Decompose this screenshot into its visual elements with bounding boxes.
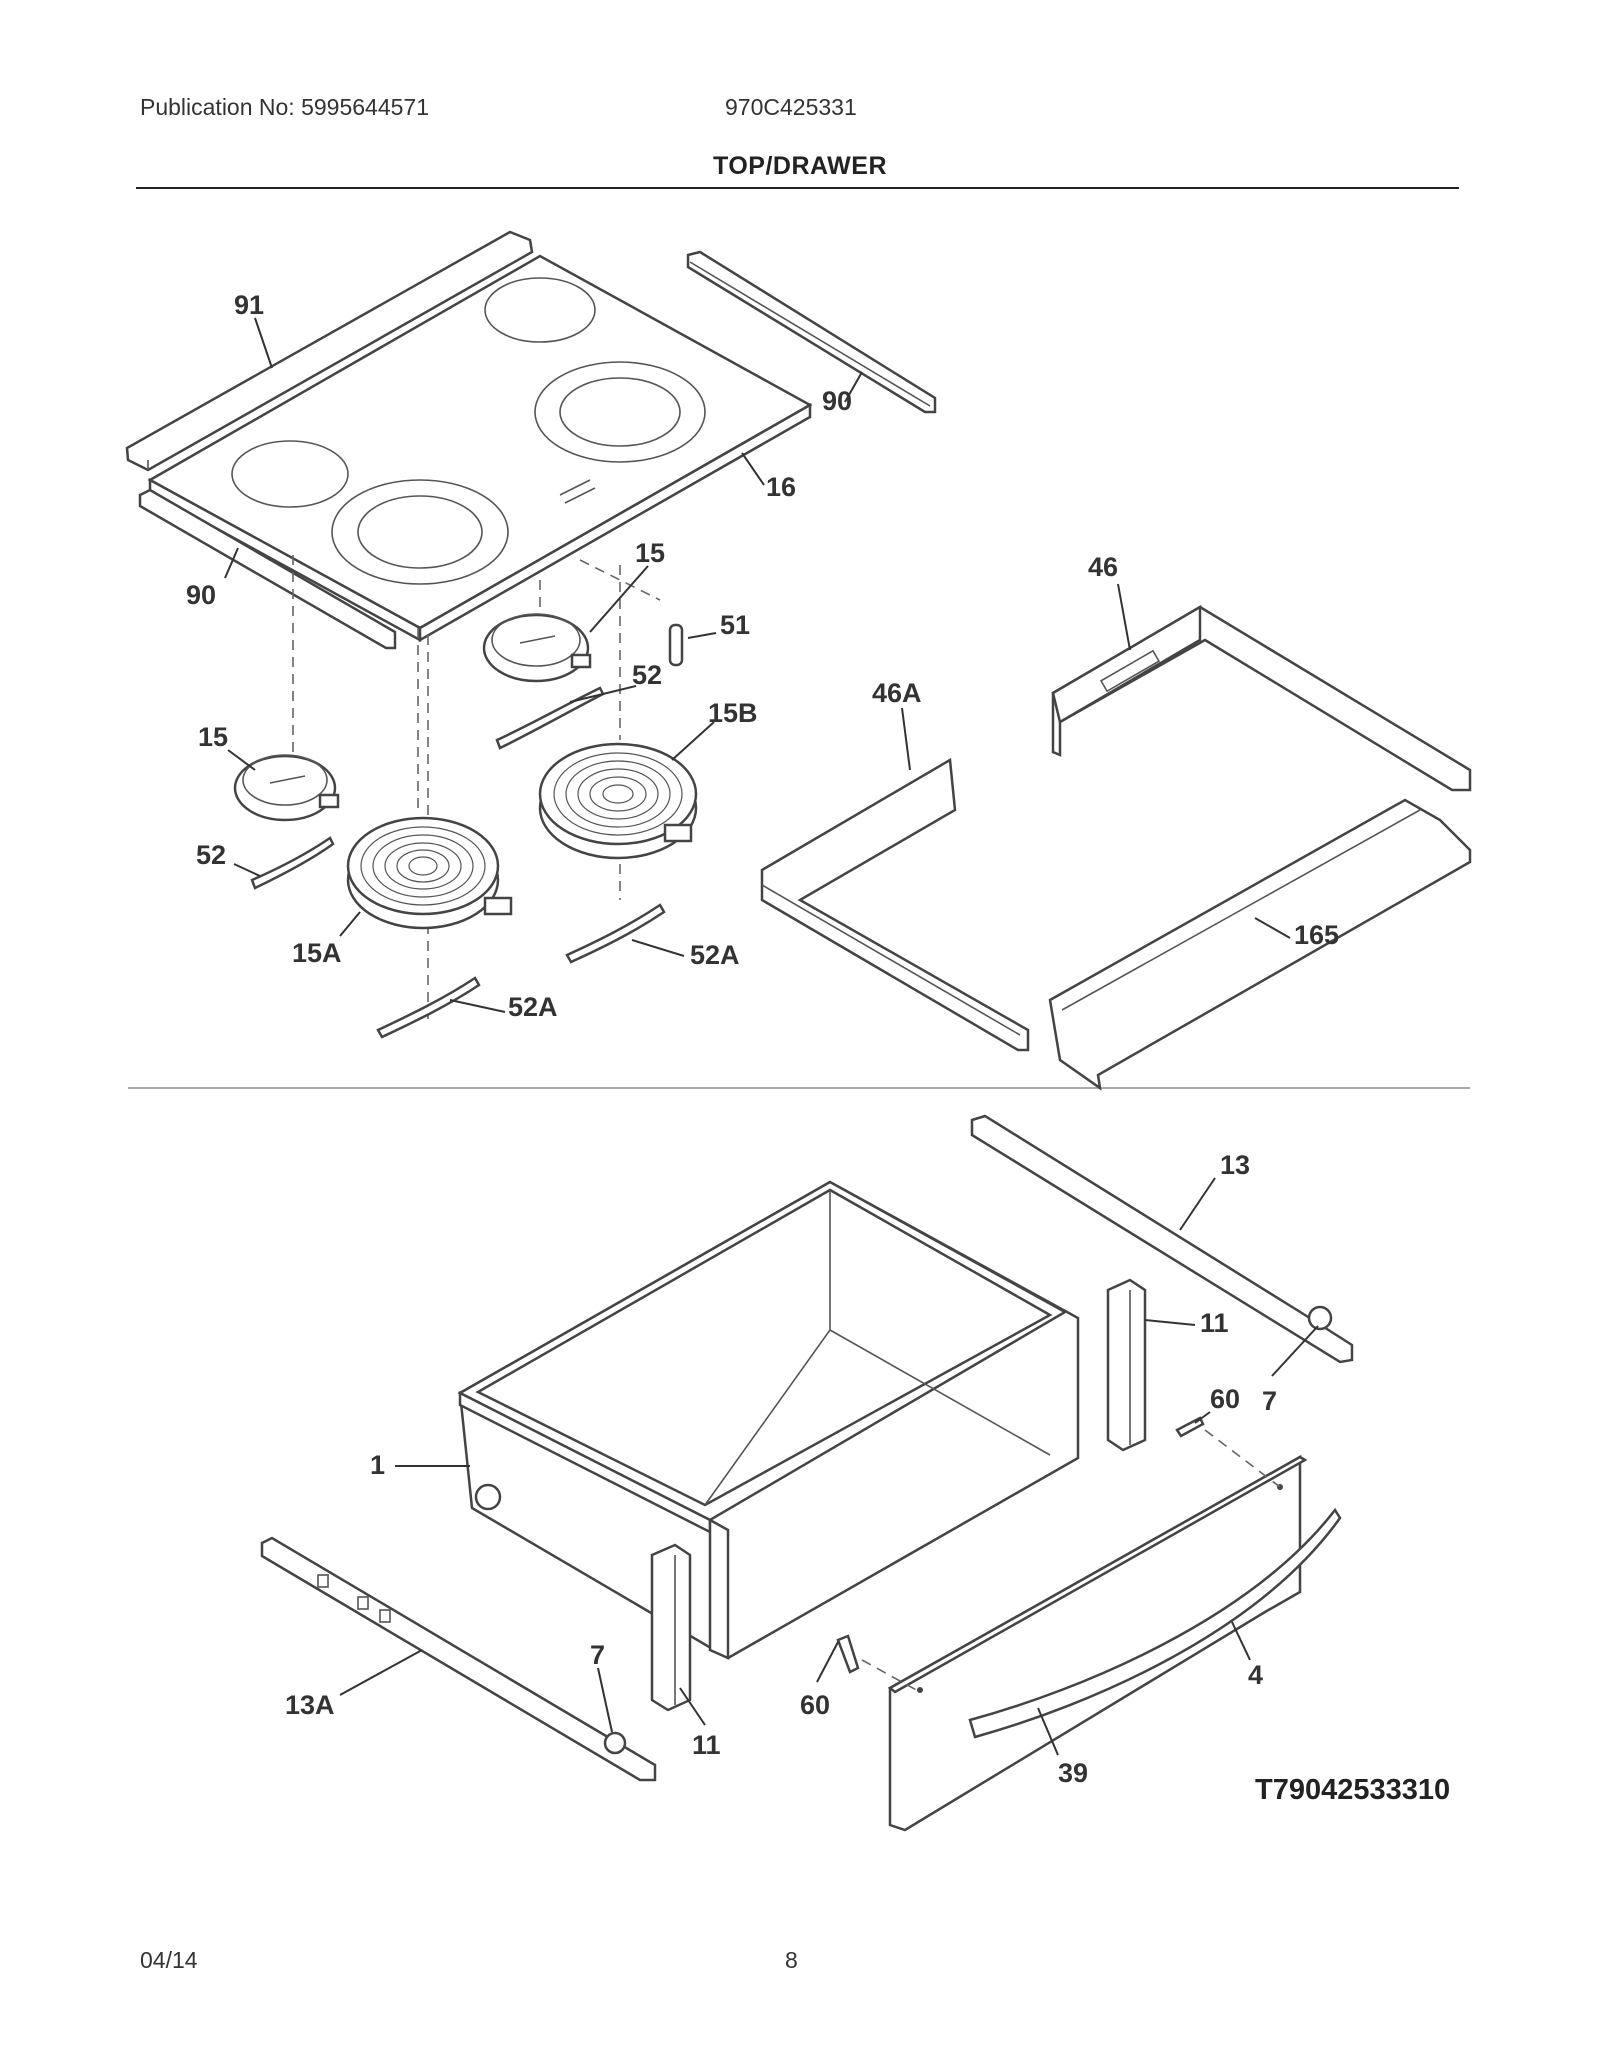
drawer-bracket-left [650,1543,692,1712]
surface-element-large-front [346,816,513,930]
callout-7-right: 7 [1262,1386,1278,1416]
callout-52-rear: 52 [632,660,663,690]
callout-11-right: 11 [1200,1308,1229,1338]
drawer-handle [968,1507,1342,1739]
front-frame [760,757,1030,1052]
callout-15-rear: 15 [635,538,666,568]
callout-15B: 15B [708,698,758,728]
drawer-box [457,1180,1080,1660]
header-rule [136,187,1459,189]
rear-frame [1051,604,1472,792]
thermal-switch [668,623,684,667]
callout-13: 13 [1220,1150,1251,1180]
model-number: 970C425331 [725,94,857,120]
callout-15A: 15A [292,938,342,968]
callout-15-front: 15 [198,722,229,752]
callout-46A: 46A [872,678,922,708]
rear-trim [125,230,534,472]
callout-90-left: 90 [186,580,217,610]
callout-4: 4 [1248,1660,1264,1690]
callout-1: 1 [370,1450,386,1480]
callout-52-front: 52 [196,840,227,870]
callout-52A-rear: 52A [690,940,740,970]
page-number: 8 [785,1947,798,1973]
callout-7-left: 7 [590,1640,606,1670]
publication-number: Publication No: 5995644571 [140,94,430,120]
side-trim-left [138,488,397,650]
screw-left [836,1634,860,1674]
surface-element-small-front [233,754,340,822]
drawer-slide-right [970,1114,1354,1364]
callout-46: 46 [1088,552,1119,582]
drawer-slide-left [260,1536,657,1782]
callout-91: 91 [234,290,265,320]
callout-165: 165 [1294,920,1340,950]
side-rail [1048,798,1472,1091]
callout-60-right: 60 [1210,1384,1241,1414]
callout-11-left: 11 [692,1730,721,1760]
callout-16: 16 [766,472,797,502]
callout-39: 39 [1058,1758,1089,1788]
diagram-id: T79042533310 [1255,1774,1451,1806]
callout-13A: 13A [285,1690,335,1720]
side-trim-right [686,250,937,414]
callout-60-left: 60 [800,1690,831,1720]
section-divider [128,1087,1470,1089]
drawer-bracket-right [1106,1278,1147,1452]
callout-51: 51 [720,610,751,640]
cooktop-glass [147,254,813,643]
footer-date: 04/14 [140,1947,198,1973]
surface-element-large-rear [538,742,698,860]
drawer-front [861,1429,1308,1832]
callout-90-right: 90 [822,386,853,416]
callout-52A-front: 52A [508,992,558,1022]
surface-element-small-rear [482,613,592,683]
section-title: TOP/DRAWER [713,152,887,180]
